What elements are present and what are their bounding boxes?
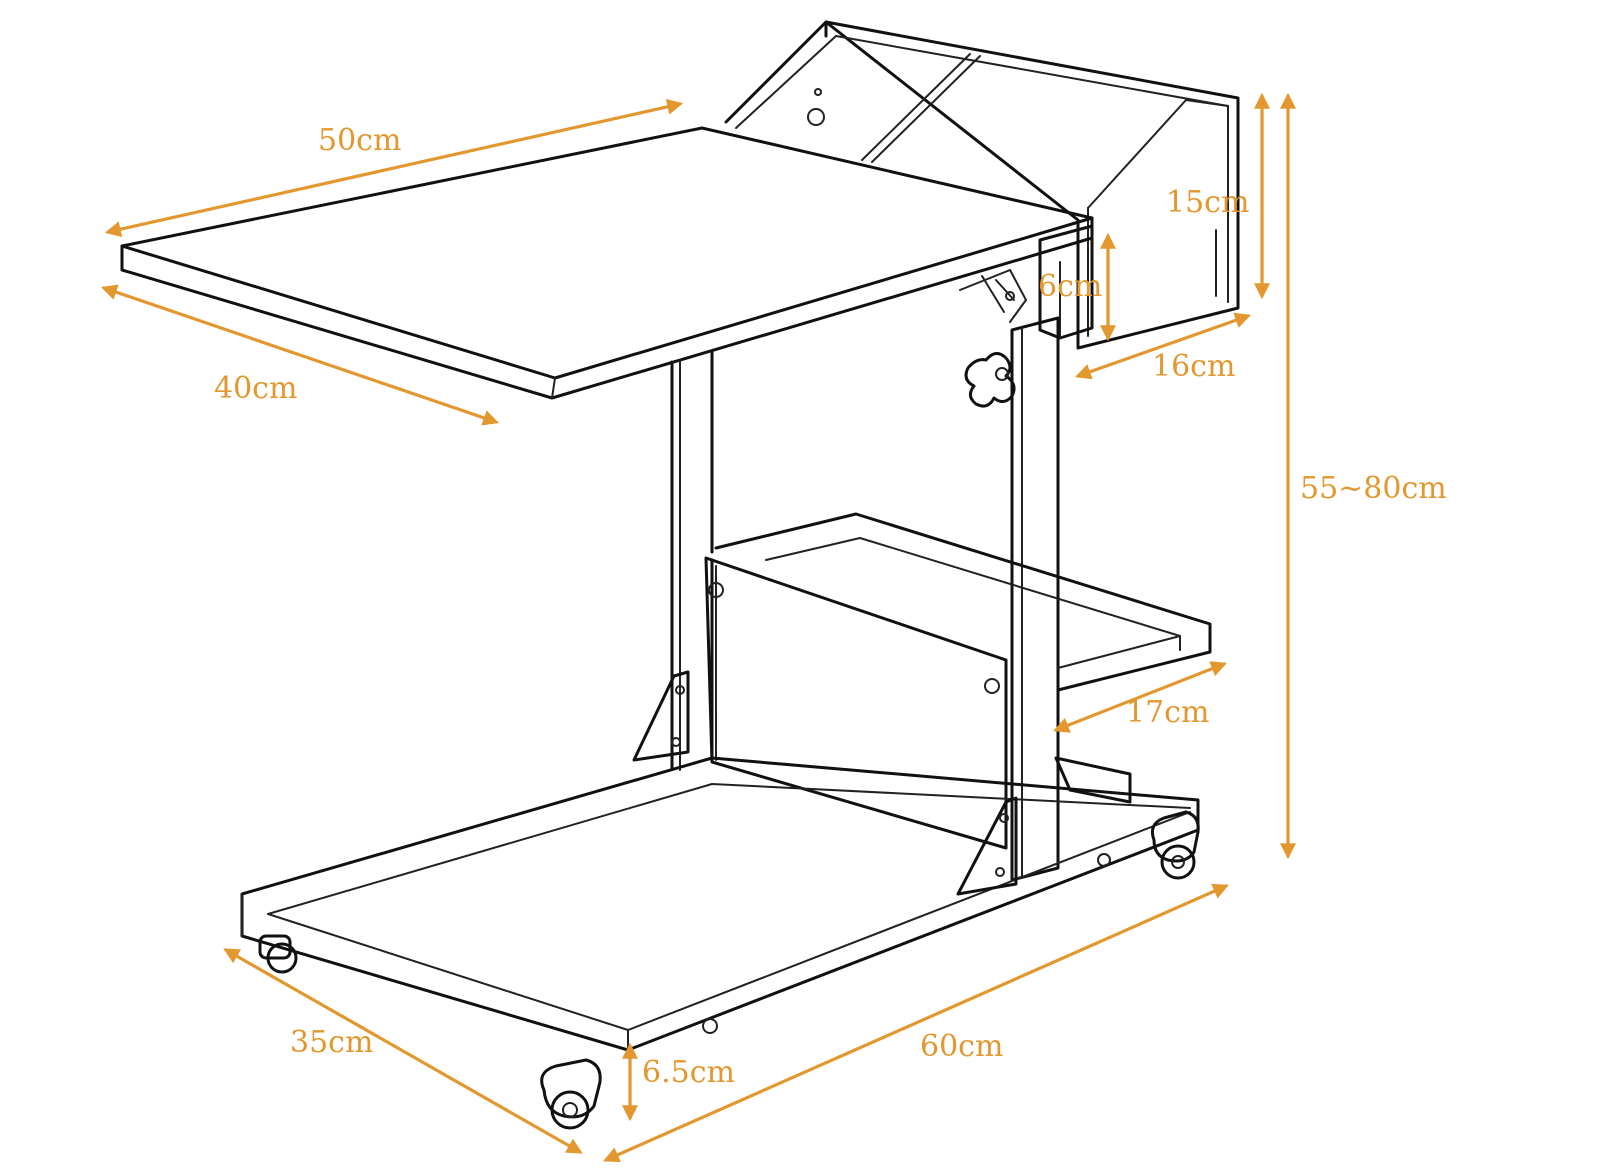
base-frame bbox=[240, 756, 1200, 1052]
dim-line-top-width bbox=[104, 98, 684, 238]
back-tray bbox=[724, 20, 1240, 350]
tilt-hinge bbox=[959, 269, 1027, 323]
corner-gussets bbox=[632, 670, 1018, 896]
label-tray-depth: 16cm bbox=[1152, 349, 1235, 384]
caster-front-right bbox=[540, 1058, 602, 1130]
label-top-depth: 40cm bbox=[214, 371, 297, 406]
lower-shelf bbox=[714, 512, 1212, 692]
label-overall-height: 55~80cm bbox=[1300, 471, 1447, 506]
dim-line-base-width bbox=[603, 883, 1229, 1163]
label-tray-height: 15cm bbox=[1166, 185, 1249, 220]
dim-line-base-depth bbox=[223, 948, 583, 1154]
dim-line-top-depth bbox=[100, 284, 500, 426]
label-top-width: 50cm bbox=[318, 123, 401, 158]
label-top-thickness: 6cm bbox=[1038, 269, 1102, 304]
caster-back-right bbox=[1150, 810, 1200, 880]
table-top bbox=[120, 126, 1094, 400]
label-base-width: 60cm bbox=[920, 1029, 1003, 1064]
dimension-lines bbox=[100, 92, 1296, 1163]
label-base-clearance: 6.5cm bbox=[642, 1055, 735, 1090]
label-base-depth: 35cm bbox=[290, 1025, 373, 1060]
dim-line-shelf-depth bbox=[1053, 661, 1227, 733]
label-shelf-depth: 17cm bbox=[1126, 695, 1209, 730]
dimension-labels: 50cm 40cm 15cm 6cm 16cm 55~80cm 17cm 35c… bbox=[214, 123, 1447, 1090]
rear-post bbox=[1010, 316, 1060, 882]
table-outline bbox=[120, 20, 1240, 1130]
height-adjust-knob bbox=[964, 352, 1016, 408]
dim-line-tray-depth bbox=[1074, 312, 1252, 380]
center-panel bbox=[704, 556, 1008, 850]
